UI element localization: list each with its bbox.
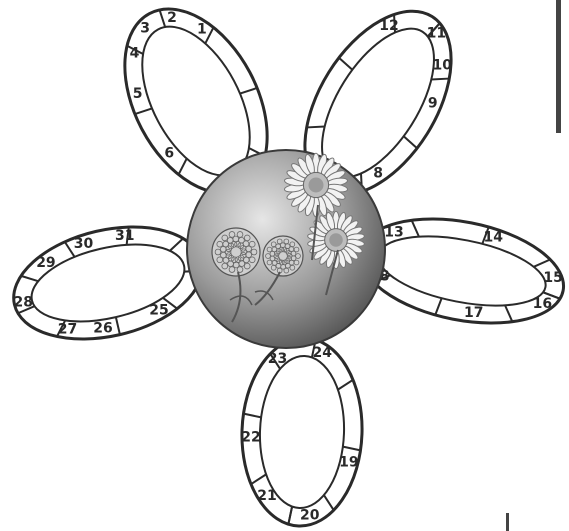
edge-line-right [556, 0, 561, 133]
day-number: 19 [339, 455, 358, 471]
petal-right: 131415161718 [352, 203, 569, 339]
day-number: 16 [533, 296, 552, 312]
day-number: 15 [543, 270, 562, 286]
day-number: 30 [74, 236, 94, 252]
day-number: 23 [268, 351, 287, 367]
day-number: 20 [300, 507, 320, 523]
day-number: 6 [164, 145, 174, 161]
day-number: 31 [115, 228, 134, 244]
day-number: 25 [149, 302, 168, 318]
day-number: 5 [133, 86, 143, 102]
day-number: 21 [257, 488, 276, 504]
day-number: 2 [167, 10, 177, 26]
day-number: 3 [140, 20, 150, 36]
day-number: 27 [58, 321, 77, 337]
day-number: 26 [93, 321, 112, 337]
day-number: 11 [427, 26, 446, 42]
day-number: 17 [464, 305, 483, 321]
day-number: 12 [379, 18, 398, 34]
day-number: 8 [373, 166, 383, 182]
day-number: 24 [312, 345, 332, 361]
petal-left: 25 26 27 28 29 30 31 [3, 210, 214, 356]
day-number: 1 [197, 22, 207, 38]
day-number: 10 [432, 58, 452, 74]
day-number: 29 [36, 255, 55, 271]
flower-center [187, 150, 385, 348]
day-number: 9 [428, 95, 438, 111]
edge-tick-bottom [506, 513, 509, 531]
petal-bottom: 19 20 21 22 23 24 [239, 336, 365, 528]
day-number: 22 [241, 430, 260, 446]
day-number: 4 [130, 45, 140, 61]
day-number: 13 [384, 225, 403, 241]
day-number: 14 [484, 230, 504, 246]
day-number: 28 [13, 295, 32, 311]
